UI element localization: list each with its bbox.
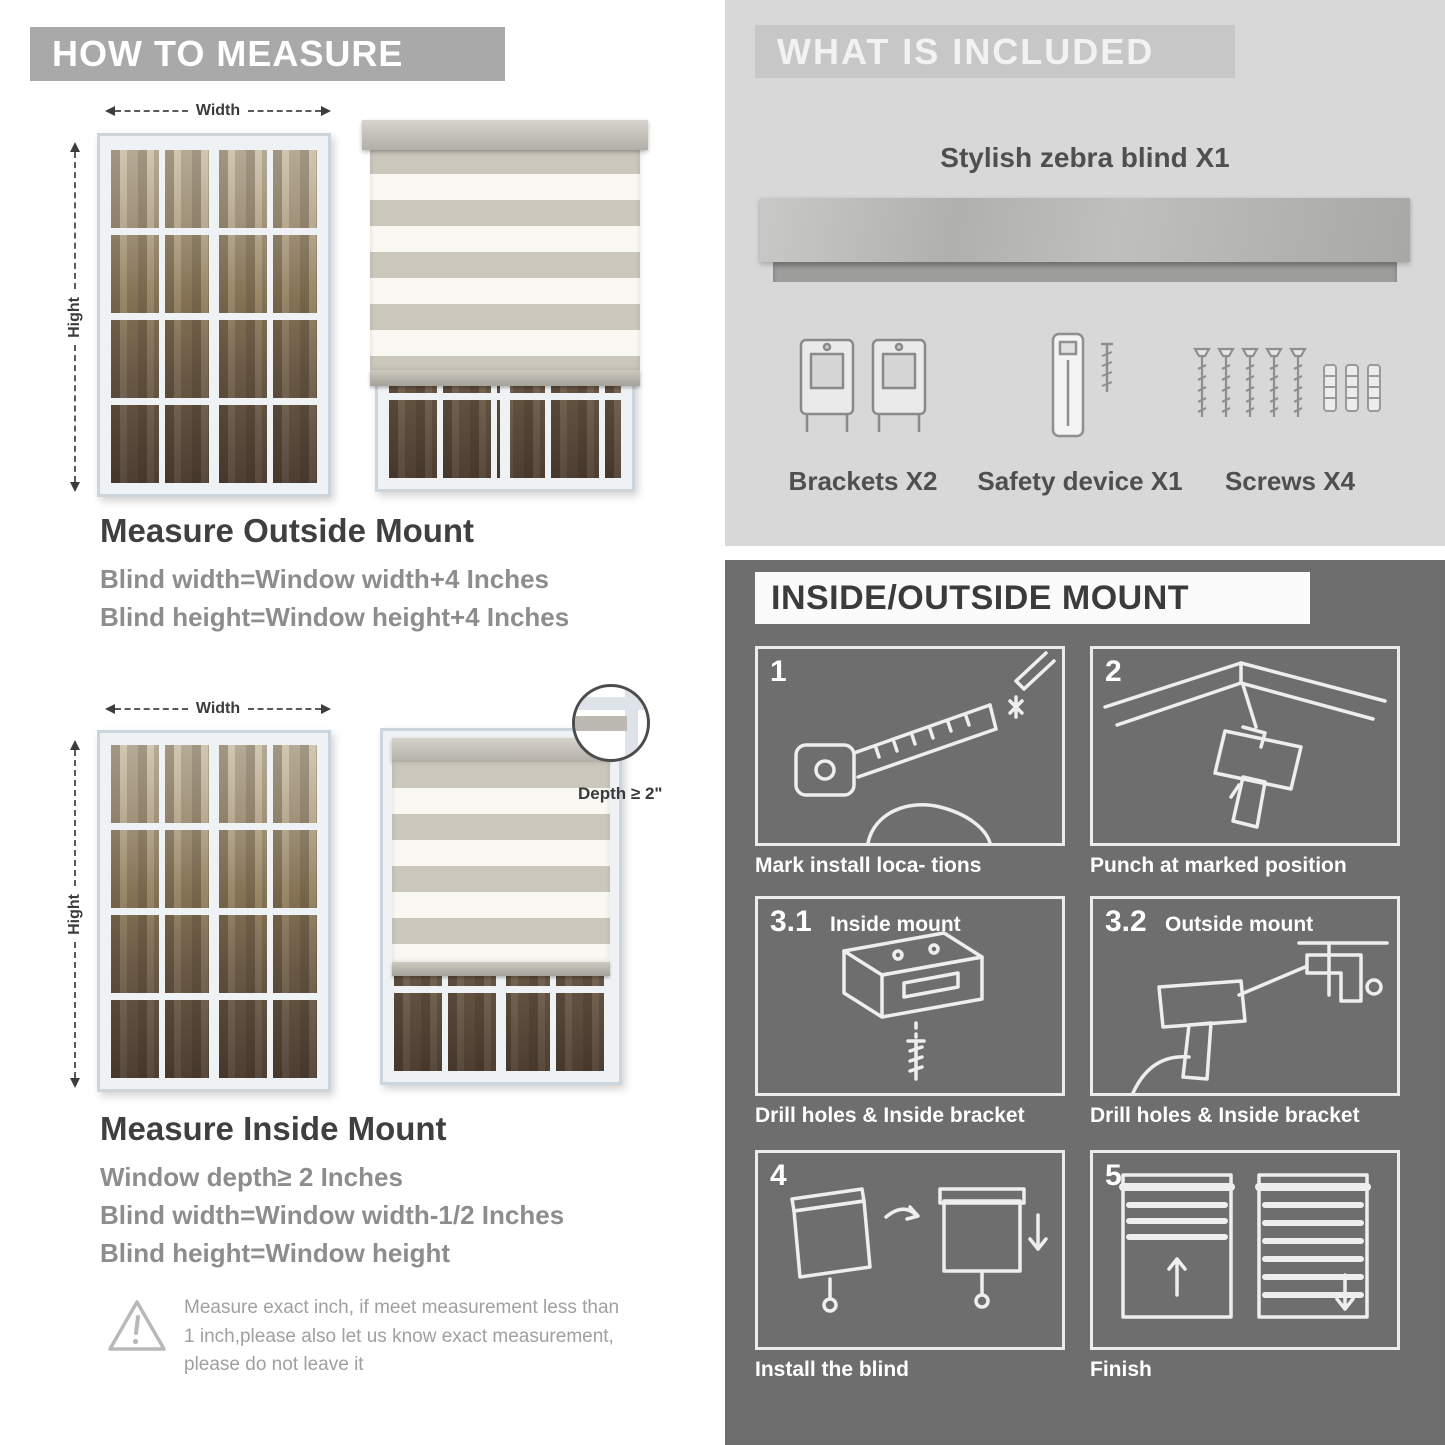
how-to-measure-banner: HOW TO MEASURE (30, 27, 505, 81)
arrow-right-icon (321, 106, 331, 116)
zebra-blind-stripes (392, 762, 610, 962)
install-blind-illustration (790, 1187, 1048, 1313)
zebra-blind-stripes (370, 148, 640, 370)
arrow-left-icon (105, 704, 115, 714)
blind-bottom-rail (392, 962, 610, 976)
depth-label: Depth ≥ 2" (578, 784, 663, 803)
step-4-number: 4 (770, 1159, 787, 1192)
step-3-2-caption: Drill holes & Inside bracket (1090, 1104, 1360, 1127)
step-3-2-title: Outside mount (1165, 913, 1314, 936)
step-4-caption: Install the blind (755, 1358, 910, 1381)
step-3-1-caption: Drill holes & Inside bracket (755, 1104, 1025, 1127)
step-5-caption: Finish (1090, 1358, 1152, 1381)
height-arrow-outside: Hight (66, 142, 84, 492)
width-label-inside: Width (195, 700, 241, 717)
step-3-1-title: Inside mount (830, 913, 961, 936)
window-glass (111, 744, 317, 1078)
step-2-number: 2 (1105, 655, 1122, 688)
height-label-outside: Hight (66, 296, 83, 338)
step-2-caption: Punch at marked position (1090, 854, 1347, 877)
brackets-label: Brackets X2 (788, 466, 938, 496)
blind-cassette (392, 738, 610, 762)
arrow-left-icon (105, 106, 115, 116)
step-3-2-box: 3.2 Outside mount (1090, 896, 1400, 1096)
drill-illustration (1103, 661, 1387, 829)
inside-mount-blind-illustration (380, 728, 622, 1085)
height-label-inside: Hight (66, 893, 83, 935)
inside-bracket-illustration (842, 931, 984, 1081)
inside-mount-heading: Measure Inside Mount (100, 1110, 447, 1147)
window-illustration-inside (97, 730, 331, 1092)
headrail-fabric-slot (773, 262, 1397, 282)
arrow-up-icon (70, 740, 80, 750)
width-label-outside: Width (195, 102, 241, 119)
height-arrow-inside: Hight (66, 740, 84, 1088)
zebra-blind-count-label: Stylish zebra blind X1 (940, 142, 1230, 173)
outside-bracket-illustration (1131, 941, 1389, 1093)
step-3-1-box: 3.1 Inside mount (755, 896, 1065, 1096)
width-arrow-inside: Width (105, 700, 331, 718)
outside-mount-blind-illustration (362, 118, 648, 495)
arrow-down-icon (70, 1078, 80, 1088)
step-3-2-number: 3.2 (1105, 905, 1147, 938)
inside-mount-depth-rule: Window depth≥ 2 Inches (100, 1162, 403, 1192)
outside-mount-formula-height: Blind height=Window height+4 Inches (100, 602, 570, 632)
step-1-caption: Mark install loca- tions (755, 854, 982, 877)
safety-device-label: Safety device X1 (977, 466, 1183, 496)
what-is-included-banner: WHAT IS INCLUDED (755, 25, 1235, 78)
screws-label: Screws X4 (1224, 466, 1356, 496)
step-1-box: 1 (755, 646, 1065, 846)
window-illustration-outside (97, 133, 331, 497)
screws-icon (1193, 347, 1381, 419)
step-5-box: 5 (1090, 1150, 1400, 1350)
brackets-icon (799, 338, 927, 432)
arrow-right-icon (321, 704, 331, 714)
blind-bottom-rail (370, 370, 640, 386)
step-3-1-number: 3.1 (770, 905, 812, 938)
mount-banner: INSIDE/OUTSIDE MOUNT (755, 572, 1310, 624)
step-4-box: 4 (755, 1150, 1065, 1350)
arrow-up-icon (70, 142, 80, 152)
depth-callout-circle (572, 684, 650, 762)
blind-cassette (362, 120, 648, 150)
step-1-number: 1 (770, 655, 787, 688)
inside-mount-formula-height: Blind height=Window height (100, 1238, 450, 1268)
step-2-box: 2 (1090, 646, 1400, 846)
cassette-edge (575, 716, 627, 731)
what-is-included-panel: WHAT IS INCLUDED Stylish zebra blind X1 (725, 0, 1445, 546)
frame-edge-vertical (625, 687, 638, 759)
mount-instructions-panel: INSIDE/OUTSIDE MOUNT 1 Mark install lo (725, 560, 1445, 1445)
inside-mount-formula-width: Blind width=Window width-1/2 Inches (100, 1200, 565, 1230)
outside-mount-heading: Measure Outside Mount (100, 512, 475, 549)
step-5-number: 5 (1105, 1159, 1122, 1192)
zebra-blind-headrail (760, 198, 1410, 262)
what-is-included-title: WHAT IS INCLUDED (777, 30, 1155, 72)
outside-mount-formula-width: Blind width=Window width+4 Inches (100, 564, 549, 594)
finished-blinds-illustration (1119, 1173, 1371, 1319)
window-glass (111, 147, 317, 483)
mount-title: INSIDE/OUTSIDE MOUNT (771, 578, 1190, 617)
width-arrow-outside: Width (105, 102, 331, 120)
how-to-measure-title: HOW TO MEASURE (52, 33, 404, 74)
safety-device-icon (1051, 332, 1113, 438)
warning-icon (108, 1300, 166, 1351)
measure-warning-text: Measure exact inch, if meet measurement … (184, 1297, 620, 1375)
measure-tape-illustration (794, 651, 1056, 843)
arrow-down-icon (70, 482, 80, 492)
